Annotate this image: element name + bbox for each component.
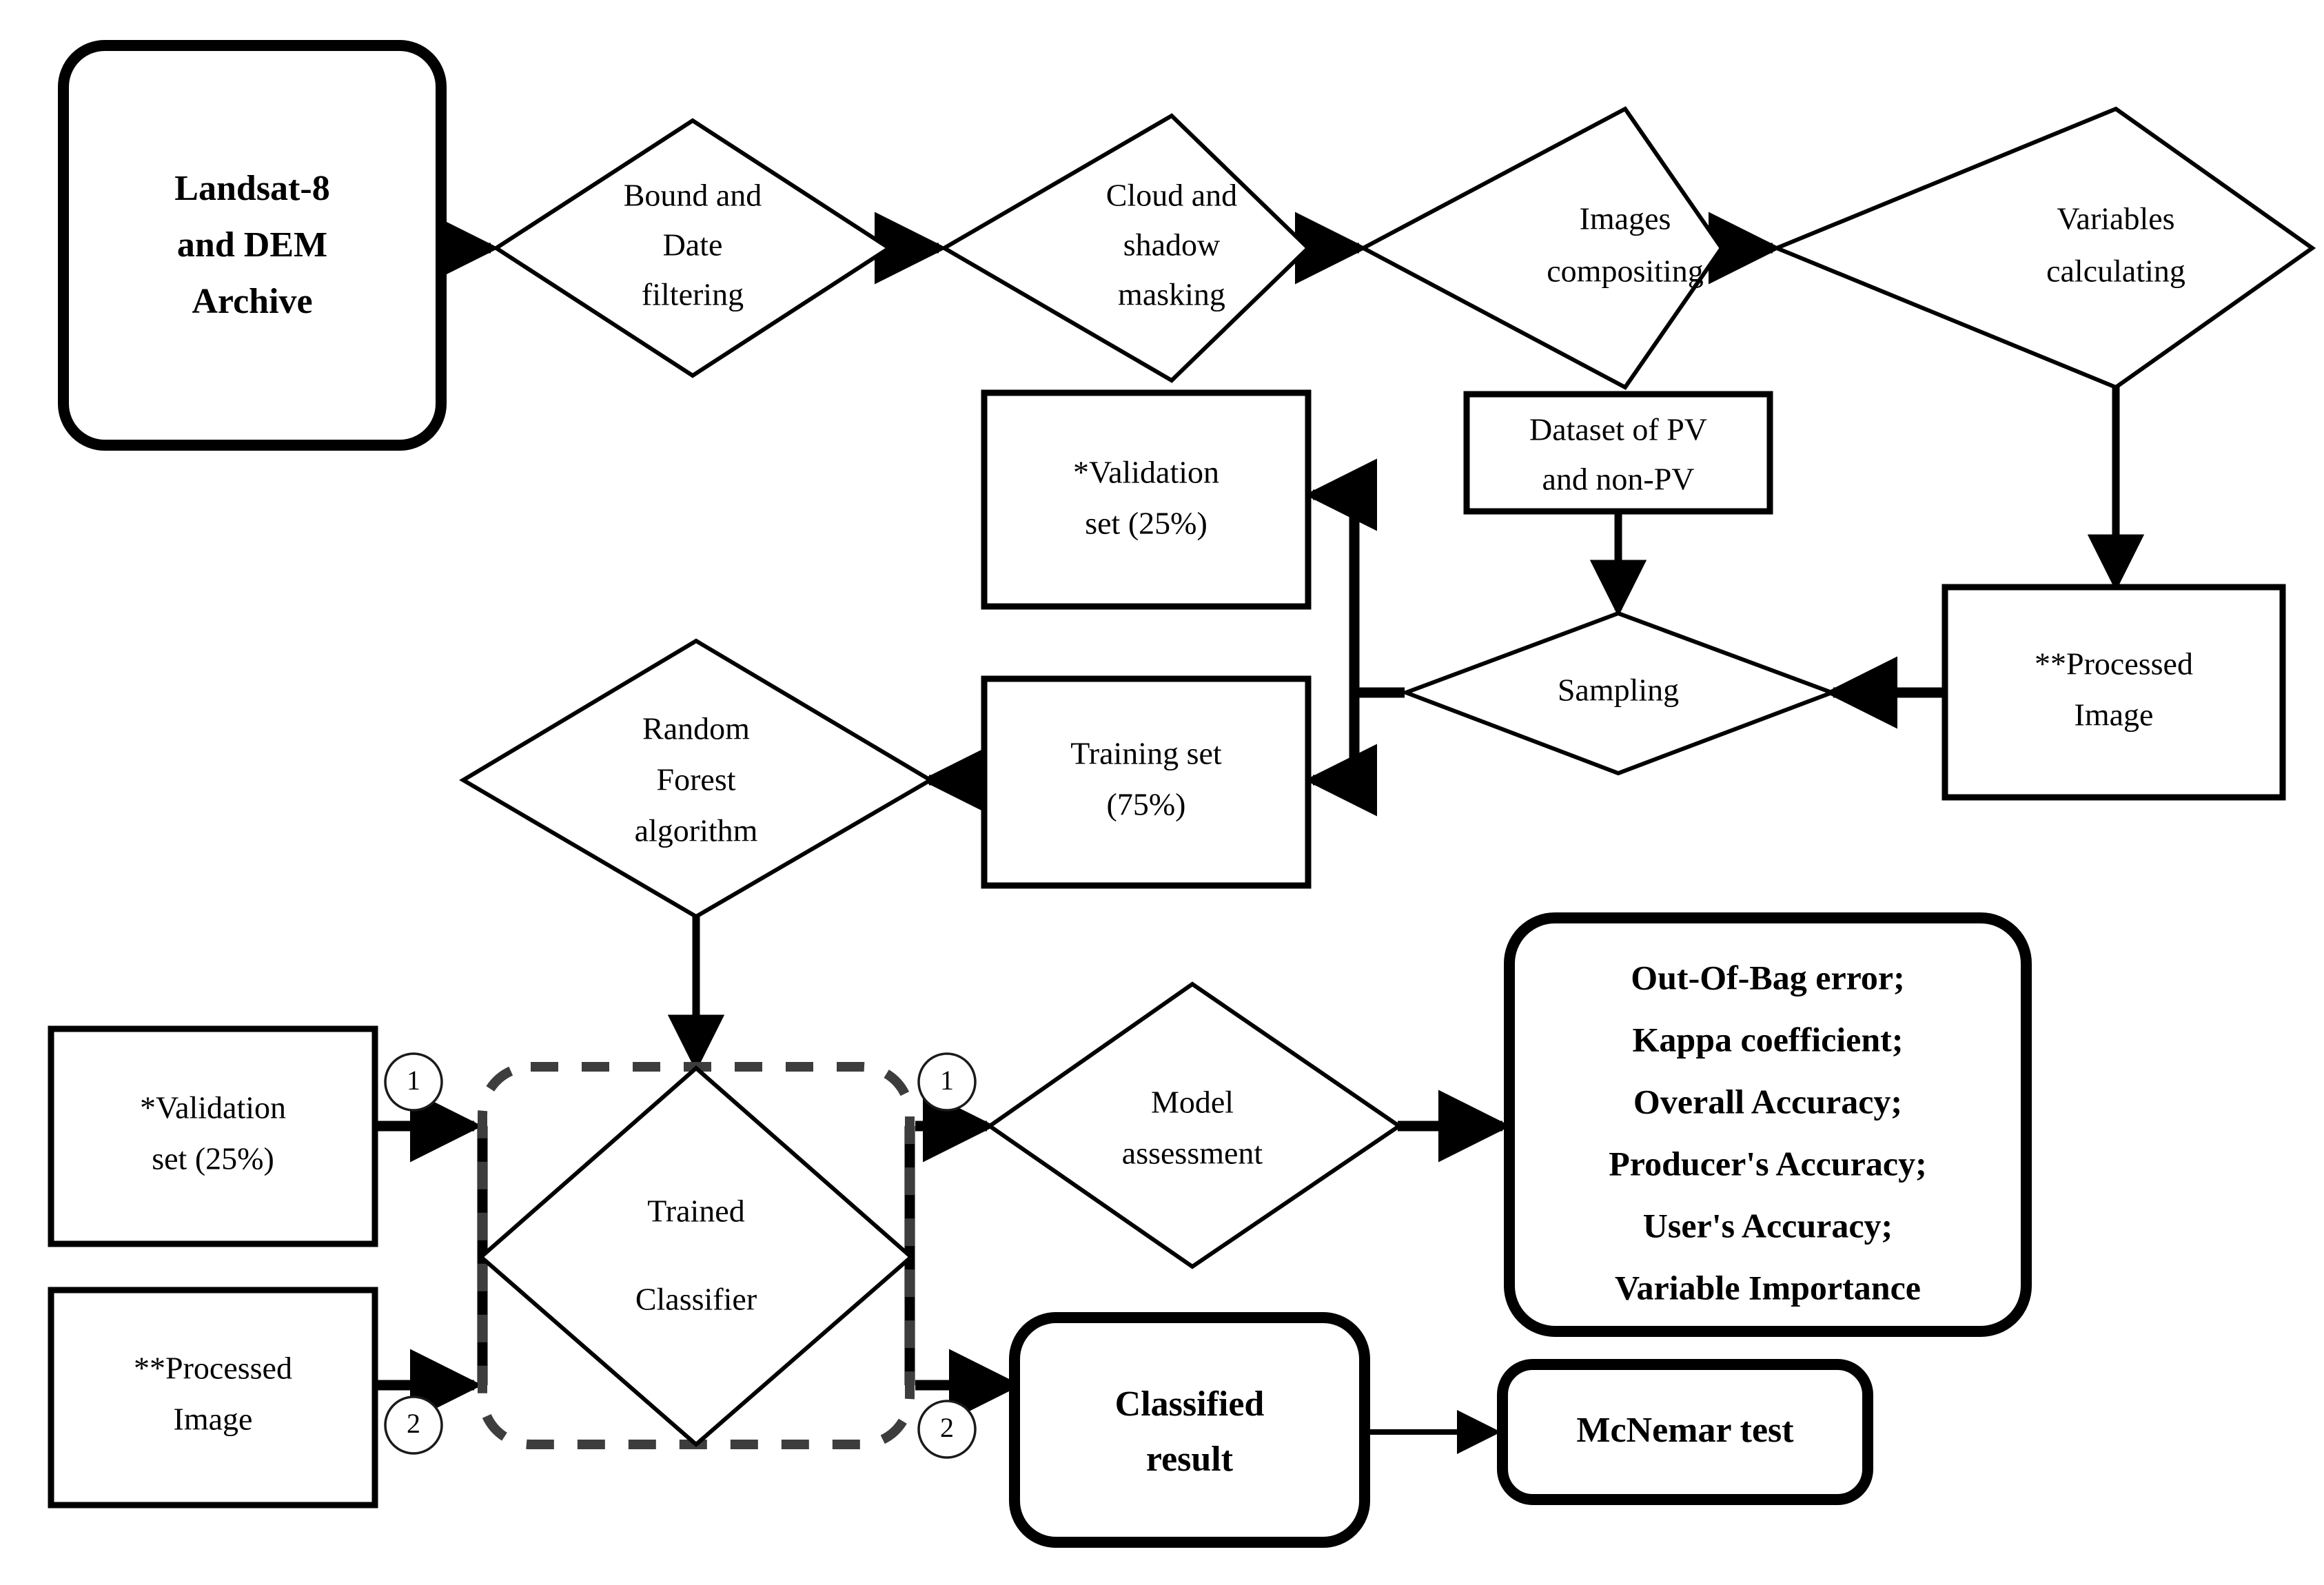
node-trained-classifier[interactable]: Trained Classifier — [478, 1065, 915, 1447]
node-cloud-shadow-masking[interactable]: Cloud and shadow masking — [940, 113, 1312, 383]
node-bound-line-0: Bound and — [624, 178, 762, 213]
node-validation-top-line-1: set (25%) — [1085, 506, 1207, 541]
node-processed-image[interactable]: **Processed Image — [1941, 584, 2286, 801]
badge-output-one-label: 1 — [940, 1065, 954, 1096]
node-classified-result[interactable]: Classified result — [1009, 1312, 1370, 1548]
node-metrics[interactable]: Out-Of-Bag error; Kappa coefficient; Ove… — [1504, 912, 2032, 1337]
node-validation-bottom-line-0: *Validation — [140, 1090, 286, 1125]
node-rf-line-2: algorithm — [635, 813, 758, 848]
node-bound-line-2: filtering — [642, 277, 744, 312]
node-composite-line-0: Images — [1580, 201, 1671, 236]
node-composite-line-1: compositing — [1547, 254, 1703, 289]
node-cloud-line-0: Cloud and — [1106, 178, 1237, 213]
node-validation-top-line-0: *Validation — [1073, 455, 1219, 490]
metrics-line-3: Producer's Accuracy; — [1609, 1144, 1926, 1183]
node-variables-line-1: calculating — [2046, 254, 2185, 289]
badge-output-two-label: 2 — [940, 1412, 954, 1443]
mcnemar-test-label: McNemar test — [1576, 1411, 1794, 1450]
node-images-compositing[interactable]: Images compositing — [1358, 106, 1724, 390]
node-processed-line-1: Image — [2075, 697, 2154, 733]
node-model-assessment[interactable]: Model assessment — [986, 981, 1403, 1269]
badge-output-one: 1 — [917, 1052, 977, 1112]
badge-input-two-label: 2 — [407, 1408, 420, 1439]
badge-input-one-label: 1 — [407, 1065, 420, 1096]
metrics-line-0: Out-Of-Bag error; — [1631, 958, 1905, 996]
node-dataset-line-1: and non-PV — [1542, 462, 1694, 497]
node-bound-line-1: Date — [663, 227, 723, 263]
node-cloud-line-1: shadow — [1123, 227, 1221, 263]
metrics-line-1: Kappa coefficient; — [1633, 1020, 1904, 1059]
node-dataset-pv[interactable]: Dataset of PV and non-PV — [1463, 391, 1773, 515]
node-dataset-line-0: Dataset of PV — [1529, 412, 1707, 447]
node-source[interactable]: Landsat-8 and DEM Archive — [58, 40, 447, 451]
node-assessment-line-1: assessment — [1122, 1136, 1263, 1171]
node-validation-set-top[interactable]: *Validation set (25%) — [981, 389, 1312, 610]
node-training-line-0: Training set — [1070, 736, 1222, 771]
node-training-set[interactable]: Training set (75%) — [981, 675, 1312, 889]
badge-output-two: 2 — [917, 1400, 977, 1459]
node-validation-bottom-line-1: set (25%) — [152, 1141, 274, 1176]
node-processed-bottom-line-0: **Processed — [134, 1351, 292, 1386]
node-source-line-2: Archive — [192, 282, 312, 321]
classified-result-line-1: result — [1146, 1440, 1234, 1479]
node-random-forest[interactable]: Random Forest algorithm — [459, 638, 935, 919]
node-classifier-line-1: Classifier — [635, 1282, 757, 1317]
node-source-line-1: and DEM — [177, 225, 327, 265]
metrics-line-2: Overall Accuracy; — [1633, 1082, 1902, 1121]
node-training-line-1: (75%) — [1107, 787, 1186, 822]
node-rf-line-1: Forest — [657, 762, 736, 797]
node-cloud-line-2: masking — [1118, 277, 1225, 312]
metrics-line-4: User's Accuracy; — [1643, 1206, 1893, 1245]
node-processed-line-0: **Processed — [2035, 646, 2193, 682]
node-rf-line-0: Random — [642, 711, 750, 746]
node-variables-line-0: Variables — [2057, 201, 2174, 236]
node-bound-date-filtering[interactable]: Bound and Date filtering — [492, 118, 893, 378]
badge-input-two: 2 — [384, 1395, 443, 1455]
classified-result-line-0: Classified — [1115, 1384, 1265, 1424]
node-sampling[interactable]: Sampling — [1400, 611, 1838, 776]
badge-input-one: 1 — [384, 1052, 443, 1112]
node-variables-calculating[interactable]: Variables calculating — [1771, 106, 2316, 390]
node-processed-bottom-line-1: Image — [174, 1402, 253, 1437]
node-sampling-label: Sampling — [1558, 673, 1679, 708]
node-validation-set-bottom[interactable]: *Validation set (25%) — [48, 1025, 378, 1247]
node-source-line-0: Landsat-8 — [174, 169, 329, 208]
metrics-line-5: Variable Importance — [1615, 1268, 1921, 1307]
node-mcnemar-test[interactable]: McNemar test — [1497, 1359, 1873, 1505]
node-classifier-line-0: Trained — [647, 1194, 744, 1229]
node-processed-image-bottom[interactable]: **Processed Image — [48, 1287, 378, 1509]
node-assessment-line-0: Model — [1151, 1085, 1234, 1120]
